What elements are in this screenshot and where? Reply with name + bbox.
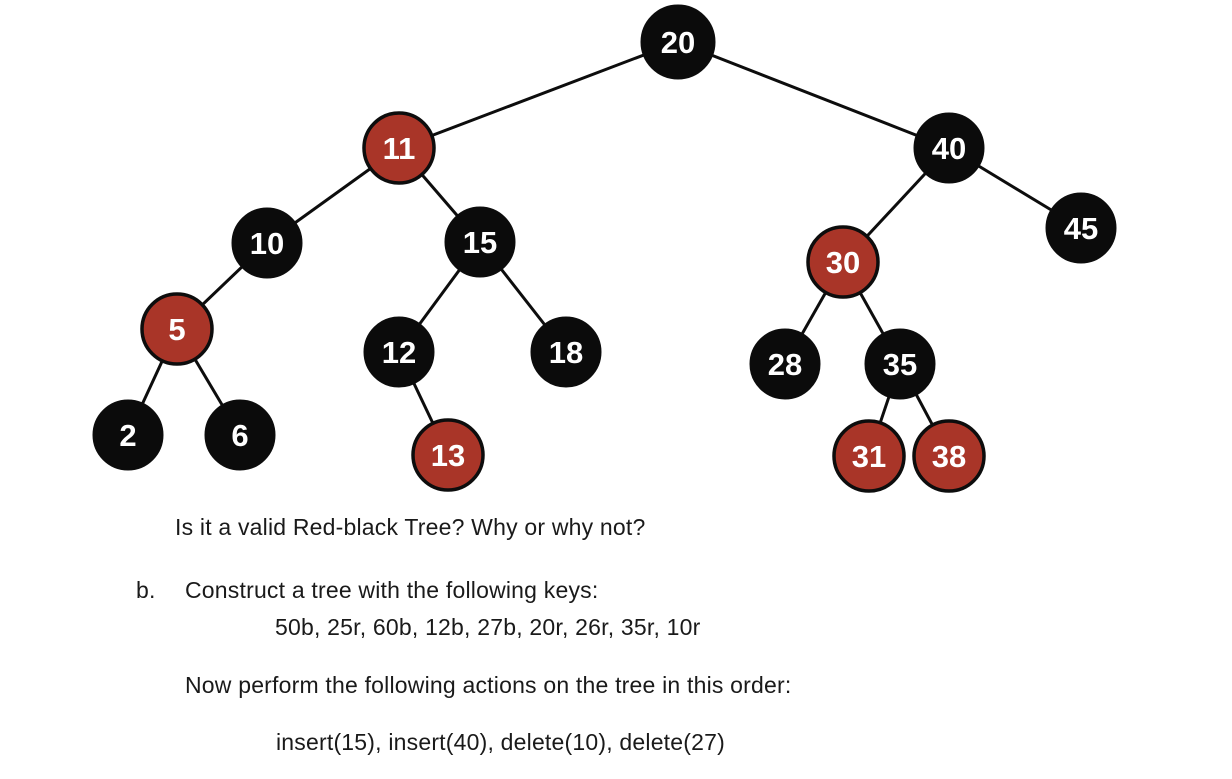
black-node-circle [363, 316, 435, 388]
tree-edge-20-11 [398, 40, 679, 150]
tree-node-label: 6 [231, 418, 248, 453]
tree-node-45: 45 [1045, 192, 1117, 264]
item-b-text: Construct a tree with the following keys… [185, 577, 599, 603]
tree-node-20: 20 [640, 4, 716, 80]
item-b-marker: b. [136, 577, 156, 603]
red-node-circle [832, 419, 906, 493]
tree-node-13: 13 [411, 418, 485, 492]
tree-node-28: 28 [749, 328, 821, 400]
tree-node-11: 11 [362, 111, 436, 185]
tree-node-label: 38 [932, 439, 966, 474]
tree-node-label: 31 [852, 439, 886, 474]
tree-node-18: 18 [530, 316, 602, 388]
keys-list-text: 50b, 25r, 60b, 12b, 27b, 20r, 26r, 35r, … [275, 614, 701, 640]
tree-node-label: 2 [119, 418, 136, 453]
black-node-circle [640, 4, 716, 80]
tree-node-label: 10 [250, 226, 284, 261]
tree-node-label: 35 [883, 347, 917, 382]
red-node-circle [912, 419, 986, 493]
black-node-circle [530, 316, 602, 388]
tree-edge-20-40 [677, 40, 950, 150]
red-node-circle [806, 225, 880, 299]
black-node-circle [749, 328, 821, 400]
tree-node-40: 40 [913, 112, 985, 184]
tree-node-label: 30 [826, 245, 860, 280]
tree-node-38: 38 [912, 419, 986, 493]
tree-node-label: 12 [382, 335, 416, 370]
validity-question-text: Is it a valid Red-black Tree? Why or why… [175, 514, 646, 540]
red-node-circle [140, 292, 214, 366]
tree-node-label: 45 [1064, 211, 1098, 246]
tree-node-label: 5 [168, 312, 185, 347]
black-node-circle [1045, 192, 1117, 264]
red-node-circle [362, 111, 436, 185]
tree-node-label: 20 [661, 25, 695, 60]
tree-node-label: 40 [932, 131, 966, 166]
tree-node-5: 5 [140, 292, 214, 366]
black-node-circle [444, 206, 516, 278]
tree-node-30: 30 [806, 225, 880, 299]
black-node-circle [231, 207, 303, 279]
black-node-circle [864, 328, 936, 400]
tree-node-label: 15 [463, 225, 497, 260]
tree-node-35: 35 [864, 328, 936, 400]
tree-node-label: 11 [383, 131, 416, 166]
tree-node-label: 13 [431, 438, 465, 473]
red-node-circle [411, 418, 485, 492]
tree-node-2: 2 [92, 399, 164, 471]
tree-node-6: 6 [204, 399, 276, 471]
black-node-circle [204, 399, 276, 471]
actions-intro-text: Now perform the following actions on the… [185, 672, 792, 698]
tree-node-31: 31 [832, 419, 906, 493]
tree-node-label: 28 [768, 347, 802, 382]
tree-node-10: 10 [231, 207, 303, 279]
black-node-circle [913, 112, 985, 184]
red-black-tree-diagram: 20 11 40 10 15 30 45 5 12 18 28 35 2 6 13 31 38 [92, 4, 1117, 493]
tree-node-15: 15 [444, 206, 516, 278]
actions-list-text: insert(15), insert(40), delete(10), dele… [276, 729, 725, 755]
tree-node-label: 18 [549, 335, 583, 370]
tree-node-12: 12 [363, 316, 435, 388]
black-node-circle [92, 399, 164, 471]
